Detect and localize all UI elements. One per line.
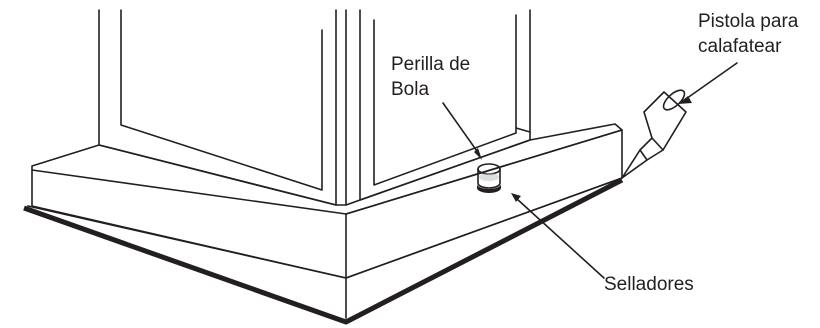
- leader-caulk-gun: [682, 62, 738, 102]
- ball-knob-label-line-1: Perilla de: [391, 54, 471, 75]
- plinth-top-face: [31, 123, 623, 215]
- caulk-gun-label-line-1: Pistola para: [698, 11, 799, 32]
- ball-knob-top-icon: [477, 163, 501, 175]
- caulk-gun-label-line-2: calafatear: [698, 36, 782, 57]
- arrowhead-knob-icon: [474, 148, 482, 160]
- ball-knob-seal-icon: [477, 184, 501, 193]
- leader-knob: [442, 102, 480, 155]
- ball-knob-label: Perilla de Bola: [391, 52, 470, 102]
- caulk-gun-cartridge-icon: [643, 91, 687, 151]
- ball-knob-label-line-2: Bola: [391, 79, 430, 100]
- caulk-gun-label: Pistola para calafatear: [698, 9, 798, 59]
- plinth-left-face: [31, 169, 347, 279]
- sealers-label: Selladores: [604, 272, 694, 297]
- sealers-label-text: Selladores: [604, 274, 694, 295]
- seal-strip-icon: [23, 177, 624, 325]
- arrowhead-sealers-icon: [511, 193, 521, 202]
- cabinet-right-panel-inner: [373, 14, 517, 186]
- lower-base-band: [27, 177, 623, 319]
- caulk-gun-tip-icon: [621, 149, 648, 179]
- ball-knob-side-icon: [477, 168, 501, 189]
- leader-sealers: [516, 198, 605, 279]
- caulk-gun-end-icon: [662, 89, 686, 111]
- arrowhead-caulk-gun-icon: [678, 96, 692, 104]
- caulk-gun-body-icon: [639, 137, 664, 161]
- ball-knob-shade-icon: [479, 173, 499, 181]
- cabinet-right-panel-edge: [515, 127, 531, 133]
- cabinet-left-panel-inner: [120, 9, 323, 191]
